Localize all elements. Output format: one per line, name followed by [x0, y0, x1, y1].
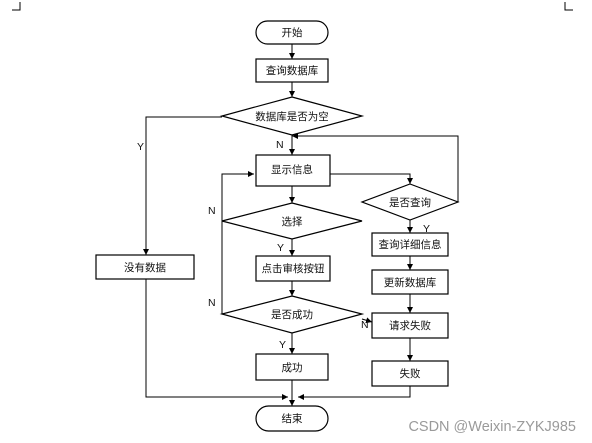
edge-label-is-query-yes: Y: [423, 223, 430, 235]
update-db-node: [371, 269, 449, 295]
request-fail-label: 请求失败: [389, 319, 431, 332]
watermark-text: CSDN @Weixin-ZYKJ985: [408, 419, 576, 435]
start-label: 开始: [282, 26, 303, 39]
edge-label-db-empty-no: N: [276, 139, 284, 151]
request-fail-node: [371, 312, 449, 339]
start-node: [255, 20, 329, 45]
query-db-label: 查询数据库: [266, 64, 319, 77]
db-empty-label: 数据库是否为空: [255, 110, 329, 123]
fail-label: 失败: [400, 367, 421, 380]
edge-nodata-to-end: [145, 279, 288, 400]
edge-show-to-is-query: [330, 173, 413, 184]
success-label: 成功: [282, 362, 303, 374]
edge-label-select-yes: Y: [277, 242, 284, 254]
query-detail-label: 查询详细信息: [379, 238, 442, 251]
query-detail-node: [371, 232, 449, 257]
edge-is-query-no-loop: [292, 133, 459, 202]
update-db-label: 更新数据库: [384, 276, 437, 289]
select-decision: [221, 202, 363, 240]
edge-select-no-loop: [221, 171, 254, 221]
is-query-label: 是否查询: [389, 196, 431, 209]
edge-label-select-no: N: [208, 205, 216, 217]
no-data-label: 没有数据: [124, 261, 166, 274]
end-node: [255, 405, 329, 432]
edge-label-db-empty-yes: Y: [137, 141, 144, 153]
end-label: 结束: [282, 412, 303, 425]
show-info-label: 显示信息: [271, 163, 313, 176]
edge-empty-yes-to-nodata: [143, 116, 222, 255]
page-corner-mark: [564, 2, 573, 11]
is-query-decision: [360, 183, 460, 221]
show-info-node: [255, 154, 331, 187]
edge-label-is-success-yes: Y: [279, 339, 286, 351]
no-data-node: [95, 254, 195, 280]
page-corner-mark: [12, 2, 21, 11]
fail-node: [371, 360, 449, 387]
db-empty-decision: [219, 96, 365, 136]
edge-label-is-success-no: N: [208, 297, 216, 309]
success-node: [255, 353, 329, 381]
edge-is-success-to-request-fail: [361, 317, 373, 324]
edge-fail-to-end: [298, 386, 411, 400]
is-success-decision: [219, 295, 365, 334]
query-db-node: [255, 58, 329, 83]
is-success-label: 是否成功: [271, 309, 313, 321]
click-review-node: [255, 255, 331, 282]
edge-label-is-success-to-fail: N: [361, 319, 369, 331]
select-label: 选择: [282, 215, 303, 228]
click-review-label: 点击审核按钮: [262, 262, 325, 275]
